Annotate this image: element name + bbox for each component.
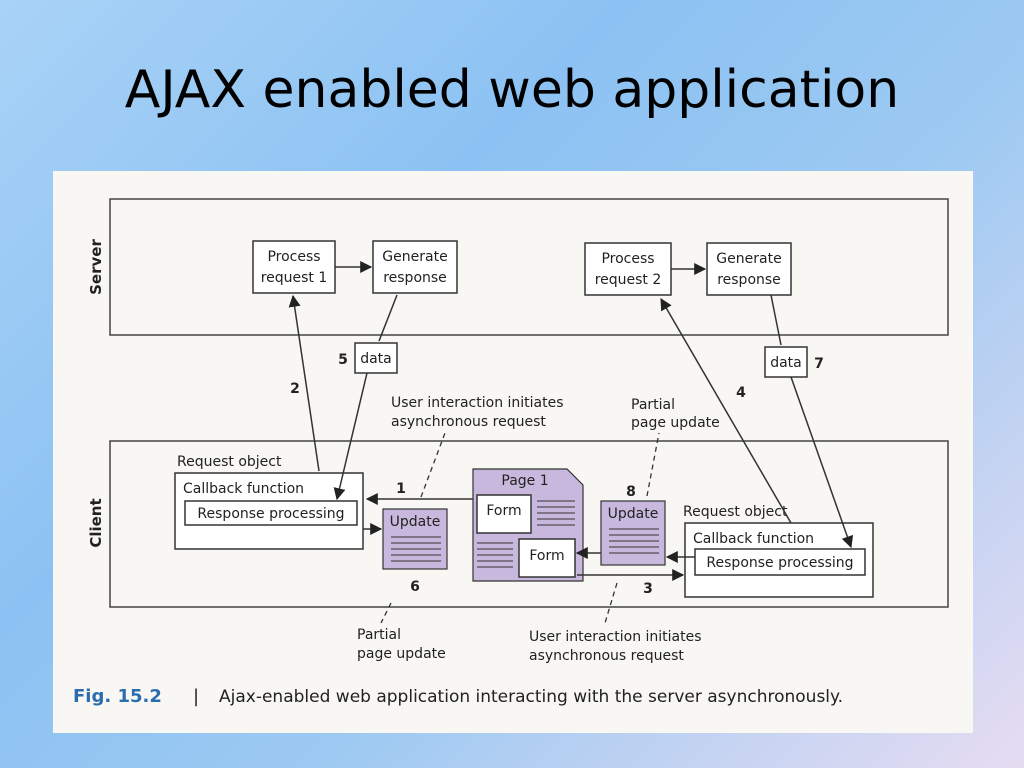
annotation-user-interaction-bottom-1: User interaction initiates [529, 629, 702, 645]
arrow-step-2 [288, 294, 320, 472]
step-2: 2 [290, 381, 300, 397]
slide-title: AJAX enabled web application [124, 60, 900, 120]
update-right-box: Update [600, 500, 666, 566]
pointer-partial-bottom [380, 602, 392, 624]
form-top-box [476, 494, 532, 534]
annotation-partial-bottom-2: page update [357, 646, 446, 662]
callback-function-right: Callback function [693, 531, 814, 547]
svg-text:Update: Update [608, 506, 659, 522]
form-bottom: Form [529, 548, 564, 564]
generate-response-1-box: Generate response [372, 240, 458, 294]
step-6: 6 [410, 579, 420, 595]
figure-image: Server Client Process request 1 Generate… [53, 171, 973, 733]
pointer-user-interaction-top [420, 432, 446, 498]
svg-text:request 2: request 2 [595, 272, 662, 288]
arrow-step-4 [660, 297, 792, 524]
step-7: 7 [814, 356, 824, 372]
caption-separator: | [193, 686, 199, 707]
arrow-step-7 [790, 376, 854, 549]
client-label: Client [87, 498, 105, 547]
update-left-box: Update [382, 508, 448, 570]
response-processing-right: Response processing [706, 555, 853, 571]
data-box-left: data [354, 342, 398, 374]
step-8: 8 [626, 484, 636, 500]
pointer-user-interaction-bottom [604, 582, 618, 624]
svg-text:Process: Process [601, 251, 654, 267]
svg-text:request 1: request 1 [261, 270, 328, 286]
process-request-1-box: Process request 1 [252, 240, 336, 294]
svg-text:response: response [383, 270, 447, 286]
generate-response-2-box: Generate response [706, 242, 792, 296]
line-generate-to-data-left [378, 294, 398, 342]
caption-figure-number: Fig. 15.2 [73, 686, 162, 707]
server-panel [109, 198, 949, 336]
ajax-diagram: Server Client Process request 1 Generate… [73, 198, 949, 707]
step-4: 4 [736, 385, 746, 401]
form-top: Form [486, 503, 521, 519]
annotation-user-interaction-top-1: User interaction initiates [391, 395, 564, 411]
pointer-partial-top [646, 432, 660, 497]
annotation-user-interaction-bottom-2: asynchronous request [529, 648, 684, 664]
caption-text: Ajax-enabled web application interacting… [219, 687, 843, 707]
svg-text:Generate: Generate [716, 251, 781, 267]
step-3: 3 [643, 581, 653, 597]
svg-text:Update: Update [390, 514, 441, 530]
client-panel [109, 440, 949, 608]
response-processing-left: Response processing [197, 506, 344, 522]
request-object-left-label: Request object [177, 454, 282, 470]
svg-text:data: data [770, 355, 802, 371]
svg-text:Generate: Generate [382, 249, 447, 265]
annotation-partial-bottom-1: Partial [357, 627, 401, 643]
arrow-step-5 [333, 372, 368, 501]
data-box-right: data [764, 346, 808, 378]
page-1-title: Page 1 [501, 473, 548, 489]
line-generate-to-data-right [770, 294, 782, 346]
step-1: 1 [396, 481, 406, 497]
annotation-partial-top-2: page update [631, 415, 720, 431]
callback-function-left: Callback function [183, 481, 304, 497]
svg-text:data: data [360, 351, 392, 367]
annotation-partial-top-1: Partial [631, 397, 675, 413]
request-object-right-label: Request object [683, 504, 788, 520]
response-processing-left-box [184, 500, 358, 526]
svg-text:response: response [717, 272, 781, 288]
process-request-2-box: Process request 2 [584, 242, 672, 296]
form-bottom-box [518, 538, 576, 578]
server-label: Server [87, 239, 105, 295]
page-1: Page 1 Form Form [472, 468, 584, 582]
response-processing-right-box [694, 548, 866, 576]
step-5: 5 [338, 352, 348, 368]
annotation-user-interaction-top-2: asynchronous request [391, 414, 546, 430]
svg-text:Process: Process [267, 249, 320, 265]
